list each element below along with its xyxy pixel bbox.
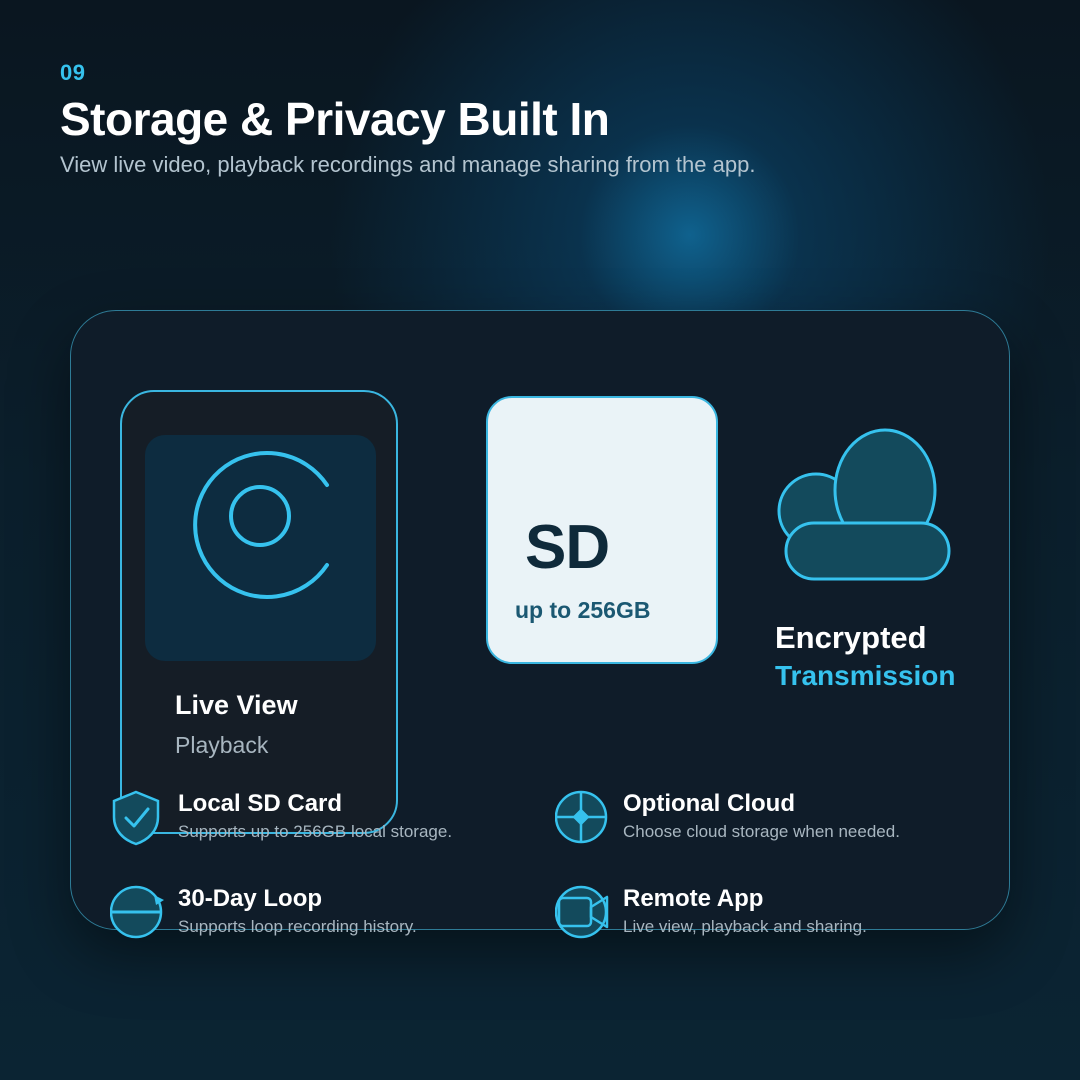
page-subtitle: View live video, playback recordings and…	[60, 152, 756, 177]
video-camera-icon	[555, 885, 609, 939]
cloud-icon	[777, 428, 951, 581]
playback-label: Playback	[175, 732, 269, 758]
sd-card	[486, 396, 718, 664]
encrypted-label: Encrypted	[775, 620, 927, 655]
feature-title: Local SD Card	[178, 790, 343, 817]
section-number: 09	[60, 60, 86, 85]
loop-icon	[110, 885, 164, 939]
feature-description: Choose cloud storage when needed.	[623, 822, 900, 841]
sd-label: SD	[525, 513, 610, 582]
feature-title: 30-Day Loop	[178, 885, 323, 912]
feature-local-sd-card: Local SD Card Supports up to 256GB local…	[110, 790, 550, 850]
camera-lens-icon	[193, 451, 329, 599]
feature-description: Supports up to 256GB local storage.	[178, 822, 453, 841]
phone-screen	[145, 435, 376, 661]
cloud-crosshair-icon	[555, 790, 608, 844]
feature-description: Live view, playback and sharing.	[623, 917, 867, 936]
shield-check-icon	[112, 790, 160, 846]
live-view-label: Live View	[175, 690, 298, 720]
page-title: Storage & Privacy Built In	[60, 93, 610, 145]
feature-description: Supports loop recording history.	[178, 917, 417, 936]
feature-title: Remote App	[623, 885, 764, 912]
feature-title: Optional Cloud	[623, 790, 795, 817]
feature-optional-cloud: Optional Cloud Choose cloud storage when…	[555, 790, 995, 850]
transmission-label: Transmission	[775, 660, 956, 691]
feature-remote-app: Remote App Live view, playback and shari…	[555, 885, 995, 945]
sd-capacity: up to 256GB	[515, 597, 651, 623]
feature-30-day-loop: 30-Day Loop Supports loop recording hist…	[110, 885, 550, 945]
